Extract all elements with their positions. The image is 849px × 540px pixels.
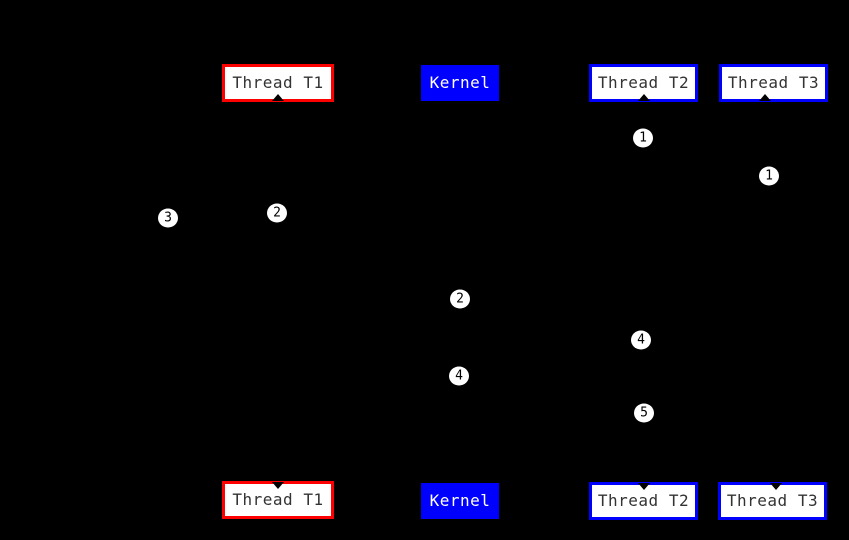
thread-t3-top-box: Thread T3 [719,64,828,102]
thread-t3-top-label: Thread T3 [727,73,820,92]
thread-t1-top-label: Thread T1 [232,73,324,92]
edge-arrowhead-notch [637,483,650,490]
thread-t1-bottom-label: Thread T1 [232,490,324,509]
thread-t2-top-box: Thread T2 [589,64,698,102]
step-marker: 2 [450,289,470,309]
kernel-bottom-label: Kernel [429,491,491,510]
step-marker: 1 [759,166,779,186]
step-marker: 4 [449,366,469,386]
thread-t1-top-box: Thread T1 [222,64,334,102]
step-marker-label: 2 [273,205,281,221]
thread-t2-top-label: Thread T2 [597,73,690,92]
edge-arrowhead-notch [637,94,650,101]
step-marker: 2 [267,203,287,223]
thread-t2-bottom-label: Thread T2 [597,491,690,510]
step-marker-label: 3 [164,210,172,226]
edge-arrowhead-notch [769,483,782,490]
step-marker: 3 [158,208,178,228]
thread-t3-bottom-box: Thread T3 [718,482,827,520]
edge-arrowhead-notch [759,94,772,101]
edge-arrowhead-notch [272,94,284,101]
kernel-top-label: Kernel [429,73,491,92]
step-marker-label: 4 [637,332,645,348]
thread-t3-bottom-label: Thread T3 [726,491,819,510]
edge-arrowhead-notch [272,482,284,489]
step-marker-label: 1 [639,130,647,146]
step-marker-label: 5 [640,405,648,421]
step-marker: 4 [631,330,651,350]
step-marker: 5 [634,403,654,423]
step-marker-label: 1 [765,168,773,184]
thread-t1-bottom-box: Thread T1 [222,481,334,519]
kernel-top-box: Kernel [421,65,499,101]
step-marker-label: 2 [456,291,464,307]
step-marker: 1 [633,128,653,148]
kernel-bottom-box: Kernel [421,483,499,519]
thread-t2-bottom-box: Thread T2 [589,482,698,520]
step-marker-label: 4 [455,368,463,384]
